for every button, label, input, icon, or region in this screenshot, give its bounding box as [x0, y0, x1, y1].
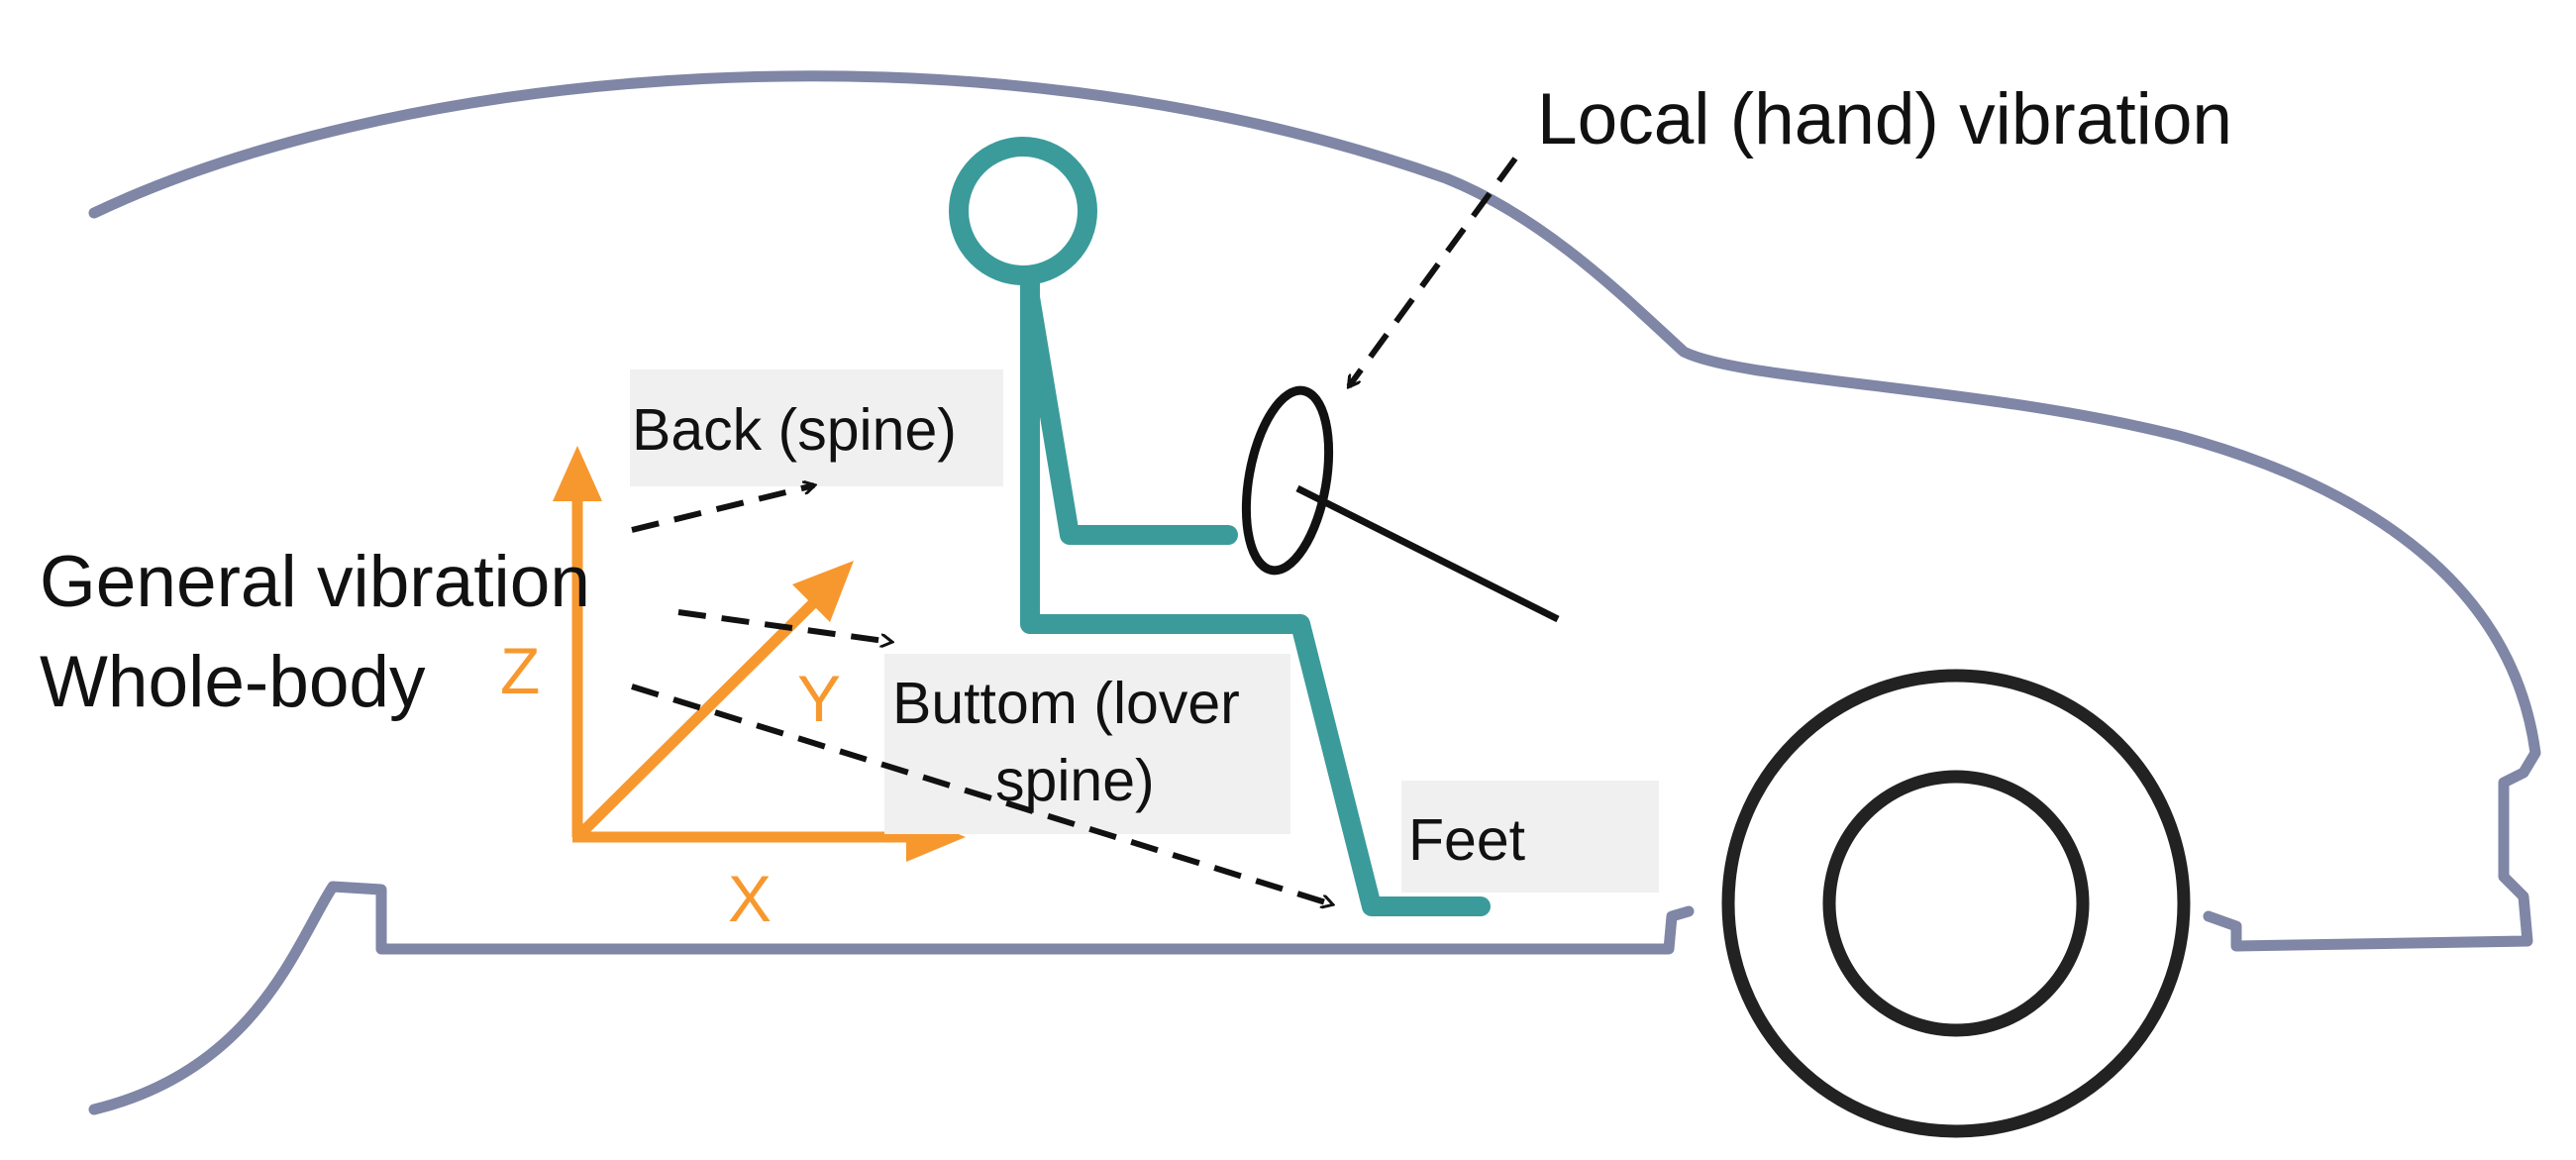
- local-vibration-arrow: [1346, 157, 1518, 386]
- x-axis-label: X: [728, 862, 772, 935]
- back-label: Back (spine): [632, 397, 957, 463]
- wheel: [1721, 669, 2191, 1138]
- feet-label-box: [1401, 781, 1659, 893]
- general-vibration-label: General vibration: [40, 542, 590, 622]
- y-axis-label: Y: [797, 662, 841, 735]
- car-outline: [88, 70, 2541, 1115]
- y-axis-line: [573, 590, 826, 841]
- vibration-arrows: [631, 157, 1518, 904]
- car-floor-line: [88, 881, 1695, 1115]
- buttom-label-line1: Buttom (lover: [892, 671, 1240, 736]
- car-roof-line: [88, 70, 2541, 952]
- steering-wheel: [1241, 385, 1560, 623]
- local-vibration-label: Local (hand) vibration: [1537, 79, 2232, 159]
- whole-body-label: Whole-body: [40, 642, 426, 722]
- back-arrow: [631, 485, 814, 533]
- person-torso-arm: [1020, 265, 1238, 545]
- feet-arrow: [631, 684, 1332, 904]
- person-body-leg: [1020, 287, 1491, 916]
- z-axis-arrowhead: [553, 446, 602, 501]
- person-head: [949, 137, 1097, 285]
- buttom-arrow: [677, 609, 891, 642]
- steering-wheel-rim: [1241, 385, 1334, 576]
- z-axis-label: Z: [500, 634, 540, 707]
- wheel-inner-ring: [1822, 770, 2090, 1037]
- buttom-label-box: [884, 654, 1290, 834]
- buttom-label-line2: spine): [995, 748, 1155, 813]
- feet-label: Feet: [1408, 807, 1525, 873]
- back-label-box: [630, 369, 1003, 486]
- steering-column: [1295, 484, 1560, 623]
- y-axis-arrowhead: [792, 561, 854, 622]
- seated-person-figure: [949, 137, 1491, 916]
- wheel-outer-ring: [1721, 669, 2191, 1138]
